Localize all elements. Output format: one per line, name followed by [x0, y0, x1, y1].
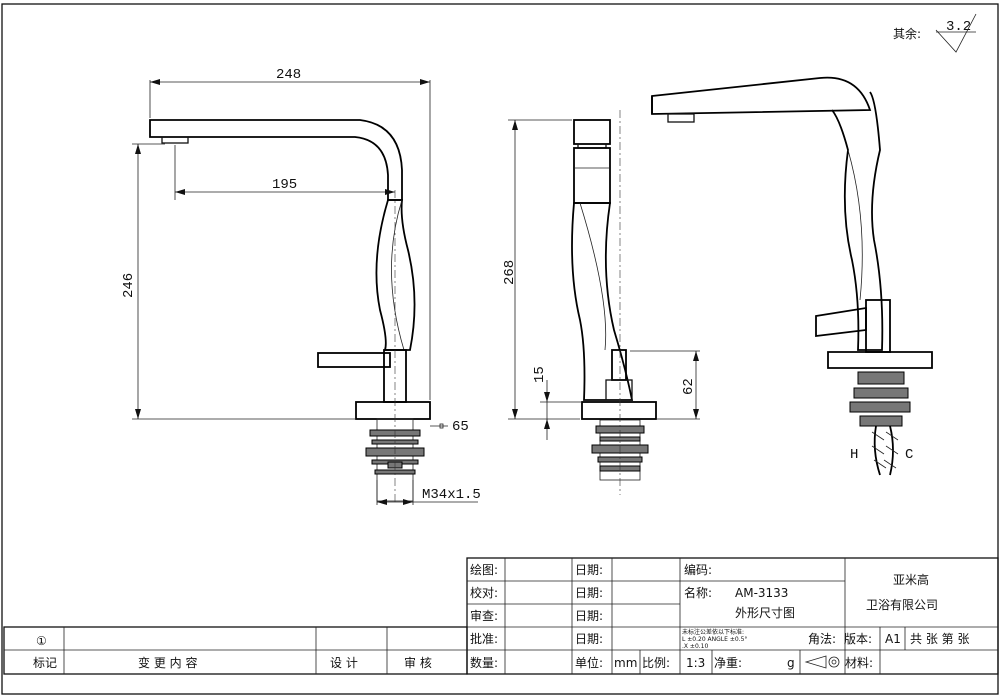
revision-mark-header: 标记 [33, 656, 57, 670]
hose-label-hot: H [850, 447, 858, 463]
tolerance-title: 未标注公差依以下标准: [682, 628, 744, 636]
model-number: AM-3133 [735, 586, 788, 600]
title-block: 绘图: 校对: 审查: 批准: 数量: 日期: 日期: 日期: 日期: 单位: … [466, 557, 999, 675]
drawing-title: 外形尺寸图 [735, 606, 795, 620]
date-label-3: 日期: [575, 609, 603, 623]
side-base-plate [581, 401, 657, 420]
front-body [375, 199, 416, 351]
version-label: 版本: [844, 632, 872, 646]
reviewer-label: 审查: [470, 608, 498, 623]
company-line-1: 亚米高 [893, 572, 929, 587]
sheet-border [1, 3, 999, 695]
surface-finish-note: 其余: 3.2 [893, 13, 977, 53]
projection-label: 角法: [808, 632, 836, 646]
dim-248: 248 [276, 67, 301, 83]
date-label-1: 日期: [575, 563, 603, 577]
drawer-label: 绘图: [470, 562, 498, 577]
checker-label: 校对: [470, 585, 498, 600]
revision-design-header: 设 计 [330, 656, 358, 670]
iso-hose-hot [873, 425, 881, 476]
iso-cartridge [865, 299, 891, 353]
unit-value: mm [614, 656, 637, 670]
surface-finish-value: 3.2 [946, 19, 971, 35]
dim-thread: M34x1.5 [422, 487, 481, 503]
net-weight-label: 净重: [714, 656, 742, 670]
revision-row-mark: ① [36, 634, 47, 648]
dim-15: 15 [532, 366, 548, 383]
side-view: 268 15 62 [502, 110, 700, 495]
date-label-4: 日期: [575, 632, 603, 646]
dim-62: 62 [681, 378, 697, 395]
iso-shank-threads [849, 371, 911, 427]
tolerance-row-2: .X ±0.10 [682, 643, 708, 650]
version-value: A1 [885, 632, 901, 646]
revision-audit-header: 审 核 [404, 655, 432, 670]
iso-base [827, 351, 933, 369]
front-view: 248 195 246 65 M34x1.5 [121, 67, 481, 505]
material-label: 材料: [845, 656, 873, 670]
dim-246: 246 [121, 273, 137, 298]
side-body [571, 202, 634, 401]
surface-finish-label: 其余: [893, 26, 921, 41]
name-label: 名称: [684, 585, 712, 600]
iso-aerator [667, 113, 695, 123]
side-spout-head [573, 119, 611, 145]
scale-label: 比例: [642, 656, 670, 670]
date-label-2: 日期: [575, 586, 603, 600]
front-base-plate [355, 401, 431, 420]
dim-268: 268 [502, 260, 518, 285]
code-label: 编码: [684, 562, 712, 577]
dim-65: 65 [452, 419, 469, 435]
iso-spout [651, 76, 872, 115]
unit-label: 单位: [575, 655, 603, 670]
roughness-symbol [935, 13, 977, 53]
projection-symbol-icon [804, 655, 840, 669]
side-upper-body [573, 147, 611, 204]
iso-view: H C [651, 76, 933, 476]
net-weight-unit: g [787, 656, 795, 670]
sheets-text: 共 张 第 张 [910, 632, 969, 646]
quantity-label: 数量: [470, 655, 498, 670]
company-line-2: 卫浴有限公司 [866, 598, 938, 612]
revision-change-header: 变 更 内 容 [138, 655, 197, 670]
tolerance-row-1: L ±0.20 ANGLE ±0.5° [682, 636, 747, 643]
front-aerator [161, 136, 189, 144]
front-handle-lever [317, 352, 391, 368]
dim-195: 195 [272, 177, 297, 193]
revision-block: ① 标记 变 更 内 容 设 计 审 核 [3, 626, 468, 675]
scale-value: 1:3 [686, 656, 705, 670]
hose-label-cold: C [905, 447, 913, 463]
iso-body [831, 91, 884, 351]
approver-label: 批准: [470, 631, 498, 646]
